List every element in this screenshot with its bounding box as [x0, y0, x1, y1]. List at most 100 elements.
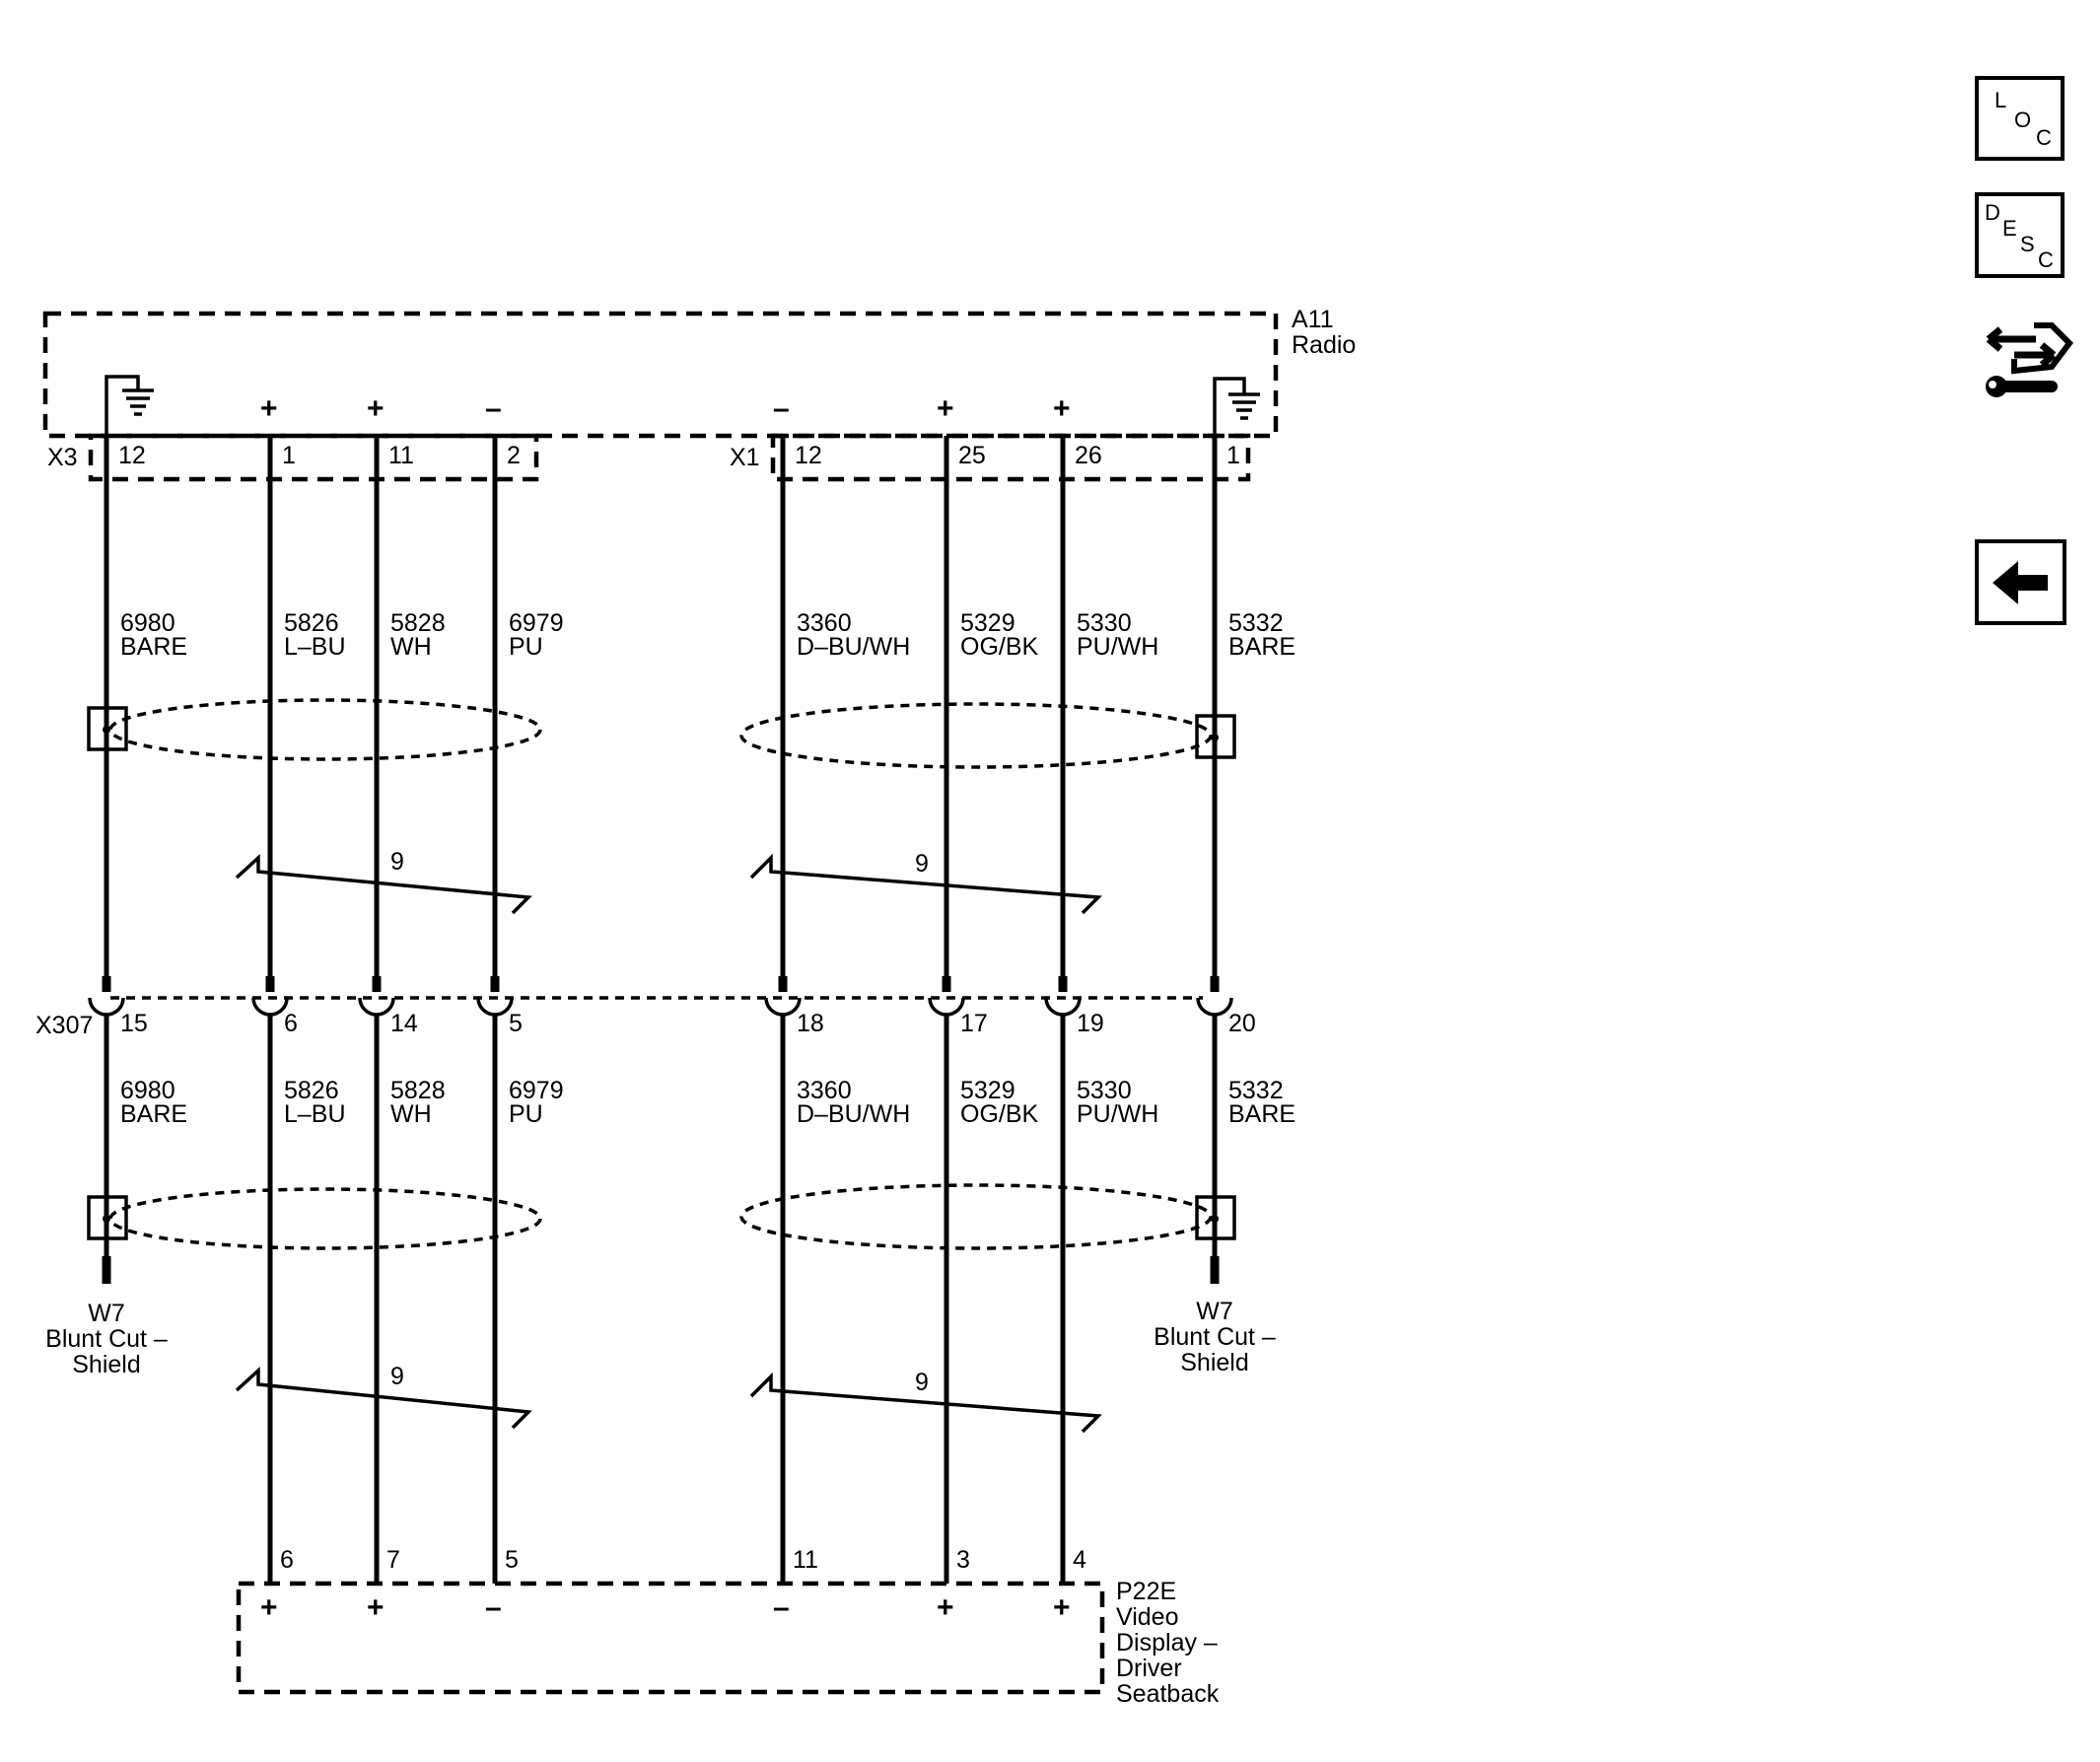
- shield-ellipse: [739, 702, 1213, 769]
- wire-color: L–BU: [284, 1100, 346, 1128]
- circuit-number: 5329: [960, 1077, 1015, 1104]
- wires-layer: 126980BARE6980BARE151+5826L–BU5826L–BU66…: [87, 392, 1295, 1624]
- x307-pin-female: [1196, 997, 1233, 1017]
- bottom-pin-number: 4: [1073, 1546, 1086, 1574]
- video-display-name-line: Video: [1116, 1603, 1179, 1631]
- top-pin-number: 1: [282, 442, 296, 469]
- location-button[interactable]: L O C: [1975, 76, 2065, 161]
- loc-letter: L: [1995, 88, 2007, 112]
- shield-drain-connection: [1195, 1195, 1236, 1240]
- twist-count: 9: [915, 850, 929, 878]
- twist-count: 9: [390, 1363, 404, 1390]
- top-polarity: +: [937, 392, 954, 425]
- left-arrow-icon: [1993, 561, 2048, 604]
- shield-drain-connection: [87, 1195, 128, 1240]
- radio-ref: A11: [1292, 306, 1334, 333]
- x307-pin-female: [476, 997, 514, 1017]
- x307-pin-female: [928, 997, 965, 1017]
- x307-pin-number: 5: [509, 1010, 523, 1037]
- circuit-number: 5826: [284, 1077, 339, 1104]
- x1-label: X1: [730, 444, 760, 471]
- wire-color: D–BU/WH: [797, 633, 910, 661]
- video-display-name-line: Display –: [1116, 1629, 1218, 1656]
- circuit-number: 6979: [509, 609, 564, 637]
- x307-pin-female: [251, 997, 289, 1017]
- bottom-polarity: +: [260, 1591, 278, 1624]
- back-button[interactable]: [1975, 539, 2066, 625]
- wire-color: BARE: [1228, 633, 1295, 661]
- ground-icon: [105, 375, 154, 491]
- x307-pin-number: 19: [1077, 1010, 1104, 1037]
- video-display-ref: P22E: [1116, 1578, 1176, 1605]
- top-pin-number: 25: [958, 442, 986, 469]
- top-polarity: +: [367, 392, 385, 425]
- video-display-name-line: Seatback: [1116, 1680, 1220, 1708]
- top-polarity: –: [485, 392, 502, 425]
- circuit-number: 3360: [797, 1077, 852, 1104]
- bottom-pin-number: 5: [505, 1546, 519, 1574]
- drain-splice-dot: [103, 726, 110, 734]
- ground-icon: [1213, 377, 1260, 491]
- x307-pin-number: 20: [1228, 1010, 1256, 1037]
- x307-pin-female: [1044, 997, 1082, 1017]
- top-polarity: +: [1053, 392, 1071, 425]
- shield-termination-left: W7 Blunt Cut – Shield: [45, 1256, 168, 1378]
- x307-pin-female: [764, 997, 802, 1017]
- shield-drain-connection: [87, 706, 128, 751]
- circuit-number: 5332: [1228, 609, 1284, 637]
- circuit-number: 5330: [1077, 1077, 1132, 1104]
- top-pin-number: 2: [507, 442, 521, 469]
- desc-letter: E: [2002, 216, 2017, 241]
- connector-repair-icon: [1986, 322, 2073, 397]
- wire-color: WH: [390, 633, 432, 661]
- loc-letter: O: [2014, 107, 2032, 132]
- loc-letter: C: [2036, 125, 2052, 150]
- x307-label: X307: [35, 1012, 93, 1039]
- bottom-polarity: –: [773, 1591, 790, 1624]
- top-pin-number: 12: [795, 442, 822, 469]
- bottom-pin-number: 6: [280, 1546, 294, 1574]
- description-button[interactable]: D E S C: [1975, 192, 2065, 278]
- bottom-pin-number: 11: [793, 1546, 818, 1574]
- top-polarity: +: [260, 392, 278, 425]
- drain-splice-dot: [1211, 734, 1219, 741]
- twist-marker: [235, 854, 532, 915]
- desc-letter: S: [2020, 232, 2035, 256]
- wire-color: L–BU: [284, 633, 346, 661]
- radio-module-outline: [42, 311, 1279, 439]
- twist-count: 9: [390, 848, 404, 876]
- drain-splice-dot: [103, 1215, 110, 1223]
- top-polarity: –: [773, 392, 790, 425]
- shield-desc-line: Shield: [72, 1351, 141, 1378]
- x307-pin-number: 6: [284, 1010, 298, 1037]
- top-pin-number: 11: [388, 442, 414, 469]
- x307-pin-number: 18: [797, 1010, 824, 1037]
- shield-ellipse: [108, 1187, 542, 1250]
- wire-color: PU/WH: [1077, 633, 1158, 661]
- circuit-number: 6980: [120, 1077, 175, 1104]
- wire-color: PU: [509, 1100, 543, 1128]
- shield-ellipse: [739, 1183, 1213, 1250]
- shield-desc-line: Shield: [1180, 1349, 1249, 1376]
- circuit-number: 5330: [1077, 609, 1132, 637]
- x307-pin-female: [88, 997, 125, 1017]
- wire-color: OG/BK: [960, 1100, 1039, 1128]
- twist-marker: [235, 1367, 532, 1430]
- shield-drain-connection: [1195, 714, 1236, 759]
- wire-color: OG/BK: [960, 633, 1039, 661]
- circuit-number: 6979: [509, 1077, 564, 1104]
- connector-repair-button[interactable]: [1975, 300, 2073, 404]
- top-pin-number: 1: [1226, 442, 1240, 469]
- wire-color: BARE: [1228, 1100, 1295, 1128]
- x3-connector-outline: [88, 433, 539, 482]
- twist-count: 9: [915, 1369, 929, 1396]
- desc-letter: D: [1985, 200, 2000, 225]
- x307-pin-number: 15: [120, 1010, 148, 1037]
